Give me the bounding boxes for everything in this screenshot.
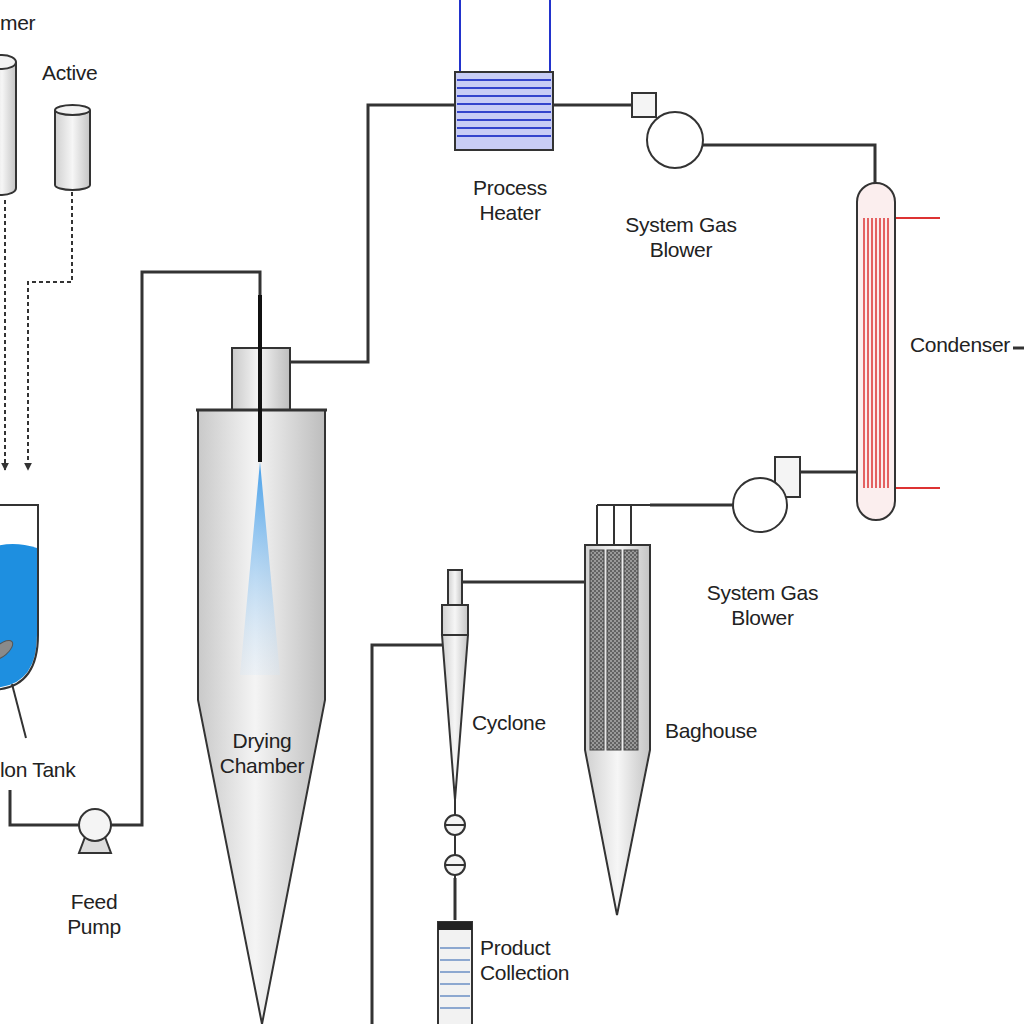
equipment-node: Product Collection [436,918,581,1024]
equipment-symbol [705,455,820,660]
equipment-label: Condenser [910,332,1010,357]
equipment-symbol [0,10,40,200]
equipment-symbol [196,295,330,1024]
equipment-node: mer [0,10,40,200]
equipment-label: Process Heater [442,175,578,225]
equipment-label: Feed Pump [44,889,144,939]
process-line [462,581,585,584]
equipment-label: Active [42,60,106,85]
equipment-node: System Gas Blower [705,455,820,660]
process-line [703,145,875,183]
equipment-node: Active [42,60,106,192]
process-line [4,200,6,470]
equipment-node: Baghouse [583,503,758,917]
equipment-node: Drying Chamber [196,295,330,1024]
process-line [650,504,733,507]
process-line [10,790,79,825]
equipment-node: Process Heater [442,0,578,210]
connectors [5,105,875,1024]
process-line [28,192,72,470]
equipment-label: System Gas Blower [705,580,820,630]
process-line [454,878,457,920]
process-line [290,105,455,362]
equipment-label: Cyclone [472,710,550,735]
equipment-node: System Gas Blower [625,85,737,290]
equipment-label: mer [0,10,40,35]
equipment-label: Product Collection [480,935,575,985]
equipment-symbol [0,470,80,790]
equipment-node: Condenser [855,180,1015,525]
equipment-label: Drying Chamber [217,728,307,778]
outlet-line [1013,347,1024,350]
equipment-label: Baghouse [665,718,757,743]
process-line [800,471,857,474]
process-line [553,104,632,107]
equipment-node: Cyclone [438,568,543,880]
equipment-node: lon Tank [0,470,80,790]
equipment-symbol [583,503,758,917]
equipment-label: lon Tank [0,757,80,782]
equipment-node: Feed Pump [44,797,144,922]
equipment-label: System Gas Blower [625,212,737,262]
